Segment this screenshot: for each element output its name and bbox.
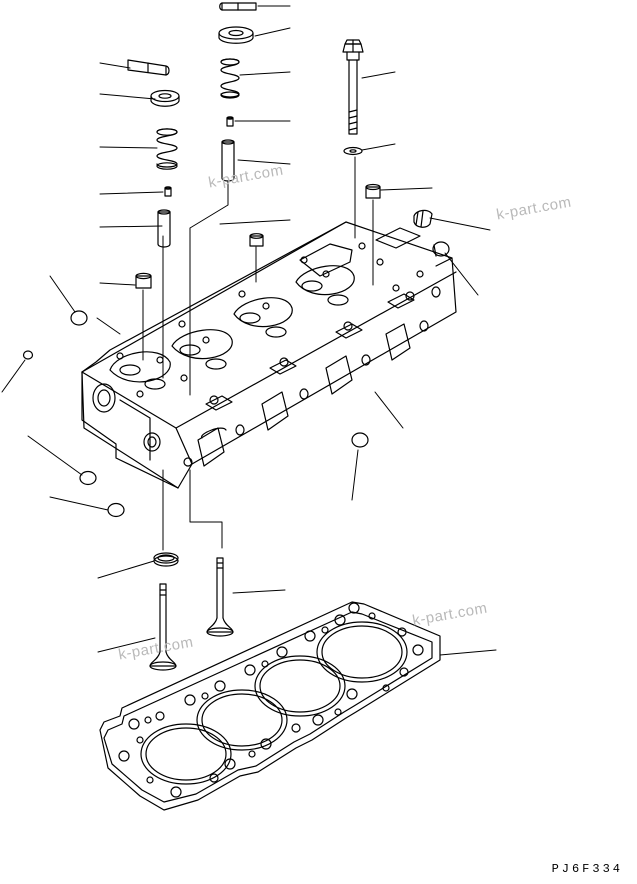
dowel-pin [136, 185, 380, 289]
valve-seat-insert [120, 281, 348, 389]
valve-spring [157, 59, 239, 169]
valve-seat-ring [154, 553, 178, 566]
leader-lines [2, 6, 496, 655]
exhaust-valve [150, 584, 176, 670]
valve-spring-retainer [151, 27, 253, 106]
valve-cotter [128, 3, 256, 75]
expansion-plug [24, 210, 450, 516]
figure-code: PJ6F334 [551, 862, 623, 876]
valve-stem-seal [165, 117, 233, 196]
cylinder-head [82, 222, 456, 488]
valve-guide [158, 140, 234, 247]
intake-valve [207, 558, 233, 636]
cylinder-head-gasket [100, 602, 440, 810]
bolt-washer [344, 148, 362, 155]
cylinder-head-bolt [343, 40, 363, 134]
